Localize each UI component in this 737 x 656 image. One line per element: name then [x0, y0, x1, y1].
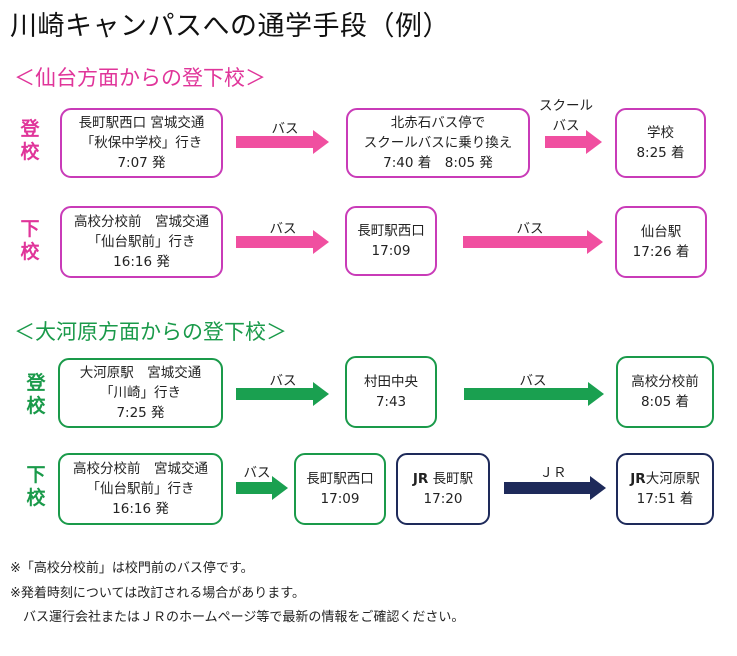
arrow-label: バス — [271, 121, 299, 137]
destination-box: 学校 8:25 着 — [615, 108, 706, 178]
box-line: 17:20 — [423, 491, 463, 507]
box-line: 村田中央 — [364, 374, 418, 390]
section-heading-sendai: ＜仙台方面からの登下校＞ — [14, 66, 266, 90]
arrow-label: バス — [243, 465, 271, 481]
route-start-box: 大河原駅 宮城交通 「川崎」行き 7:25 発 — [58, 358, 223, 428]
box-line: 長町駅西口 — [357, 223, 425, 239]
transfer-point-box: 長町駅西口 17:09 — [294, 453, 386, 525]
station-name: 長町駅 — [428, 471, 474, 487]
label-character: 校 — [20, 241, 40, 263]
arrow-right-icon — [504, 476, 606, 500]
box-line: 17:26 着 — [632, 244, 690, 260]
arrow-right-icon — [236, 130, 329, 154]
station-name: 大河原駅 — [645, 471, 700, 487]
route-start-box: 高校分校前 宮城交通 「仙台駅前」行き 16:16 発 — [58, 453, 223, 525]
label-character: 校 — [26, 487, 46, 509]
arrow-right-icon — [236, 476, 288, 500]
box-line: 7:07 発 — [117, 155, 166, 171]
box-line: 17:09 — [371, 243, 411, 259]
box-line: 17:09 — [320, 491, 360, 507]
transfer-box: 北赤石バス停で スクールバスに乗り換え 7:40 着 8:05 発 — [346, 108, 530, 178]
box-line: 8:25 着 — [636, 145, 685, 161]
arrow-right-icon — [236, 382, 329, 406]
note-line: バス運行会社またはＪＲのホームページ等で最新の情報をご確認ください。 — [10, 610, 465, 625]
label-character: 下 — [26, 464, 46, 486]
arrow-label: スクール バス — [539, 98, 593, 134]
arrow-right-icon — [545, 130, 602, 154]
arrow-label: バス — [269, 373, 297, 389]
label-character: 校 — [20, 141, 40, 163]
box-line: JR 長町駅 — [413, 469, 473, 489]
box-line: 仙台駅 — [640, 224, 682, 240]
note-line: ※「高校分校前」は校門前のバス停です。 — [10, 561, 254, 576]
box-line: 「川崎」行き — [100, 385, 181, 401]
transfer-point-box: 村田中央 7:43 — [345, 356, 437, 428]
route-start-box: 高校分校前 宮城交通 「仙台駅前」行き 16:16 発 — [60, 206, 223, 278]
note-line: ※発着時刻については改訂される場合があります。 — [10, 586, 305, 601]
box-line: 7:43 — [375, 394, 407, 410]
arrow-label: バス — [519, 373, 547, 389]
box-line: JR大河原駅 — [630, 469, 699, 489]
label-char: 登校 — [24, 372, 48, 418]
box-line: 7:25 発 — [116, 405, 165, 421]
label-to-school: 登校 — [18, 118, 42, 164]
label-char: 下校 — [18, 218, 42, 264]
box-line: 「秋保中学校」行き — [80, 135, 203, 151]
jr-station-box: JR 長町駅 17:20 — [396, 453, 490, 525]
box-line: 16:16 発 — [112, 501, 169, 517]
arrow-right-icon — [464, 382, 604, 406]
arrow-right-icon — [236, 230, 329, 254]
jr-prefix: JR — [412, 471, 429, 487]
route-start-box: 長町駅西口 宮城交通 「秋保中学校」行き 7:07 発 — [60, 108, 223, 178]
page-title: 川崎キャンパスへの通学手段（例） — [10, 11, 450, 42]
box-line: 16:16 発 — [113, 254, 170, 270]
box-line: 北赤石バス停で — [390, 115, 486, 131]
arrow-label: バス — [269, 221, 297, 237]
box-line: 高校分校前 宮城交通 — [73, 461, 208, 477]
arrow-right-icon — [463, 230, 603, 254]
box-line: 「仙台駅前」行き — [86, 481, 195, 497]
label-from-school: 下校 — [24, 464, 48, 510]
box-line: 大河原駅 宮城交通 — [79, 365, 202, 381]
destination-box: JR大河原駅 17:51 着 — [616, 453, 714, 525]
box-line: 学校 — [647, 125, 674, 141]
box-line: スクールバスに乗り換え — [363, 135, 513, 151]
label-to-school: 登校 — [24, 372, 48, 418]
box-line: 高校分校前 宮城交通 — [74, 214, 209, 230]
box-line: 長町駅西口 宮城交通 — [78, 115, 205, 131]
label-character: 登 — [20, 118, 40, 140]
label-character: 下 — [20, 218, 40, 240]
box-line: 7:40 着 8:05 発 — [383, 155, 493, 171]
label-character: 校 — [26, 395, 46, 417]
box-line: 長町駅西口 — [306, 471, 374, 487]
box-line: 8:05 着 — [640, 394, 690, 410]
box-line: 17:51 着 — [636, 491, 694, 507]
jr-prefix: JR — [630, 471, 646, 487]
label-from-school: 下校 — [18, 218, 42, 264]
box-line: 「仙台駅前」行き — [87, 234, 196, 250]
transfer-point-box: 長町駅西口 17:09 — [345, 206, 437, 276]
label-character: 登 — [26, 372, 46, 394]
label-char: 登校 — [18, 118, 42, 164]
section-heading-ogawara: ＜大河原方面からの登下校＞ — [14, 320, 287, 344]
box-line: 高校分校前 — [631, 374, 699, 390]
arrow-label: ＪＲ — [539, 465, 567, 481]
destination-box: 仙台駅 17:26 着 — [615, 206, 707, 278]
destination-box: 高校分校前 8:05 着 — [616, 356, 714, 428]
label-char: 下校 — [24, 464, 48, 510]
arrow-label: バス — [516, 221, 544, 237]
